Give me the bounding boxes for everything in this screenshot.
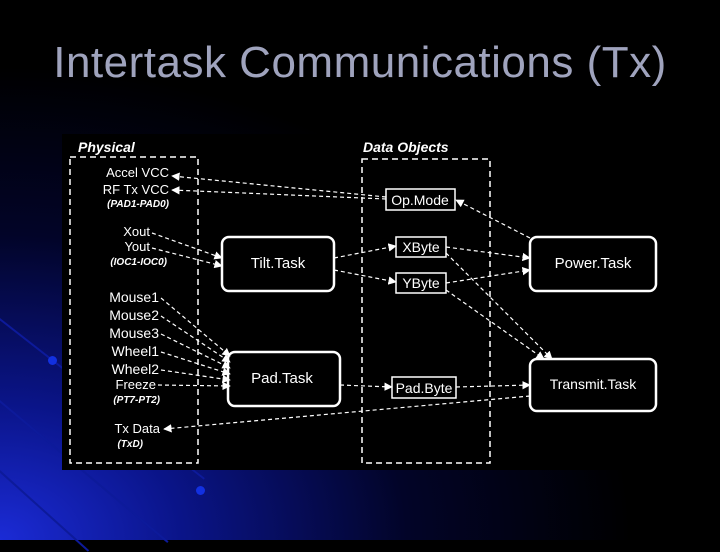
signal-yout: Yout	[124, 239, 150, 254]
arrow-opmode-to-accel	[171, 172, 387, 198]
ybyte-label: YByte	[402, 275, 440, 291]
diagram: Physical Data Objects Accel VCC RF Tx VC…	[62, 134, 674, 470]
port-txd: (TxD)	[117, 439, 143, 450]
arrow-wheel1-to-pad	[160, 351, 231, 376]
arrow-yout-to-tilt	[151, 247, 223, 269]
signal-wheel1: Wheel1	[112, 343, 160, 359]
signal-mouse1: Mouse1	[109, 289, 159, 305]
signal-freeze: Freeze	[116, 377, 156, 392]
signal-tx-data: Tx Data	[114, 421, 160, 436]
arrow-ybyte-to-power	[445, 267, 531, 284]
signal-wheel2: Wheel2	[112, 361, 160, 377]
arrow-tilt-to-xbyte	[333, 243, 397, 259]
signal-xout: Xout	[123, 224, 150, 239]
diagram-panel	[62, 134, 674, 470]
data-objects-heading: Data Objects	[363, 139, 449, 155]
padbyte-label: Pad.Byte	[396, 380, 453, 396]
arrow-mouse1-to-pad	[160, 297, 231, 357]
opmode-label: Op.Mode	[391, 192, 449, 208]
power-task-label: Power.Task	[555, 255, 632, 272]
arrow-transmit-to-txdata	[163, 395, 531, 433]
port-pad: (PAD1-PAD0)	[107, 199, 170, 210]
signal-mouse3: Mouse3	[109, 325, 159, 341]
power-task-box	[528, 235, 658, 293]
arrow-freeze-to-pad	[157, 381, 231, 391]
arrow-wheel2-to-pad	[160, 369, 231, 384]
arrow-ybyte-to-transmit	[445, 289, 545, 360]
transmit-task-label: Transmit.Task	[550, 376, 638, 392]
signal-mouse2: Mouse2	[109, 307, 159, 323]
arrow-mouse3-to-pad	[160, 333, 231, 369]
port-pt: (PT7-PT2)	[113, 395, 160, 406]
port-ioc: (IOC1-IOC0)	[110, 257, 167, 268]
arrow-tilt-to-ybyte	[333, 269, 397, 285]
physical-heading: Physical	[78, 139, 136, 155]
arrow-opmode-to-rftx	[171, 186, 387, 200]
arrow-padbyte-to-transmit	[455, 381, 531, 390]
tilt-task-label: Tilt.Task	[251, 255, 306, 272]
arrow-pad-to-padbyte	[339, 382, 393, 391]
slide-title: Intertask Communications (Tx)	[53, 38, 667, 87]
arrow-xbyte-to-power	[445, 246, 531, 262]
signal-rf-tx-vcc: RF Tx VCC	[103, 182, 169, 197]
opmode-box	[385, 188, 456, 211]
decor-dot-1	[48, 356, 57, 365]
decor-dot-2	[196, 486, 205, 495]
data-objects-section	[361, 158, 491, 464]
signal-accel-vcc: Accel VCC	[106, 165, 169, 180]
pad-task-label: Pad.Task	[251, 370, 313, 387]
xbyte-label: XByte	[402, 239, 440, 255]
arrow-xbyte-to-transmit	[445, 252, 553, 360]
arrow-xout-to-tilt	[151, 232, 223, 260]
physical-section	[69, 156, 199, 464]
